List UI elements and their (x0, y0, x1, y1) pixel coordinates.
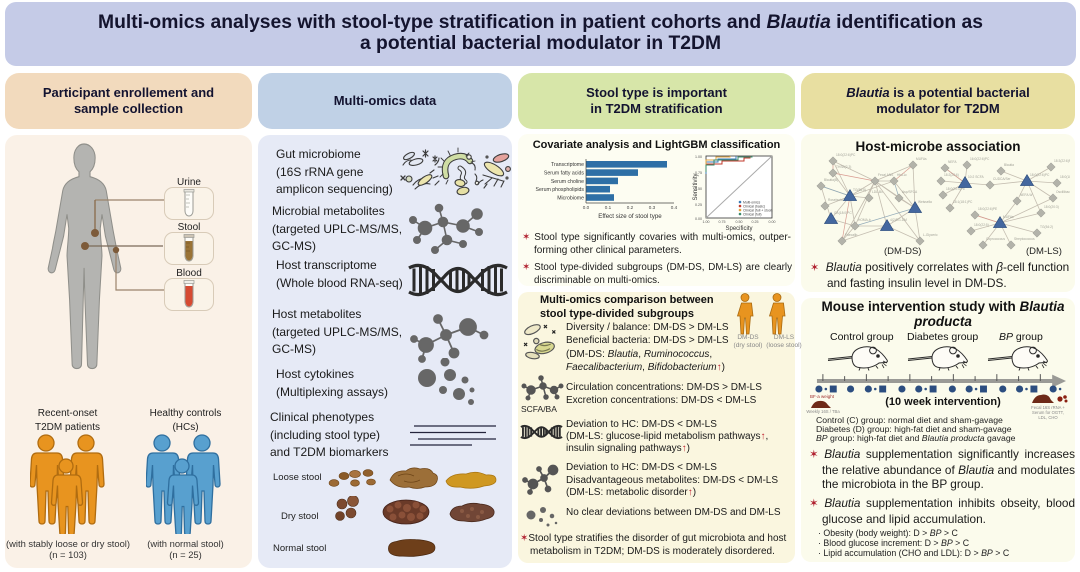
svg-text:TG(56:8): TG(56:8) (853, 188, 866, 192)
svg-text:Blautia: Blautia (1004, 163, 1014, 167)
svg-text:0.1: 0.1 (605, 205, 612, 210)
svg-text:NEFA: NEFA (948, 160, 957, 164)
svg-text:Fecal ANS: Fecal ANS (878, 173, 894, 177)
svg-text:0.50: 0.50 (695, 187, 702, 191)
svg-text:0.2: 0.2 (627, 205, 634, 210)
svg-text:Sensitivity: Sensitivity (693, 173, 699, 200)
svg-text:Serum choline: Serum choline (551, 179, 584, 185)
svg-text:CUDCA/Ser: CUDCA/Ser (993, 177, 1011, 181)
svg-text:Asp/SFCA: Asp/SFCA (902, 190, 918, 194)
svg-text:Specificity: Specificity (725, 226, 752, 232)
svg-text:16:0(22:6)PC: 16:0(22:6)PC (970, 157, 990, 161)
svg-text:Oscillibacter: Oscillibacter (1056, 190, 1070, 194)
svg-text:18:0(20:4)PE: 18:0(20:4)PE (946, 187, 966, 191)
svg-text:1.00: 1.00 (695, 155, 702, 159)
svg-text:Transcriptome: Transcriptome (551, 162, 584, 168)
svg-text:0.75: 0.75 (719, 220, 726, 224)
svg-text:Effect size of stool type: Effect size of stool type (598, 213, 662, 220)
svg-text:0.4: 0.4 (671, 205, 678, 210)
svg-text:18:0(22:6)PE: 18:0(22:6)PE (978, 207, 998, 211)
svg-text:MUFAs: MUFAs (1003, 215, 1014, 219)
svg-text:0.00: 0.00 (769, 220, 776, 224)
svg-text:Clinical (basic): Clinical (basic) (743, 204, 765, 208)
svg-text:HOMA-b: HOMA-b (858, 218, 871, 222)
svg-text:0.3: 0.3 (649, 205, 656, 210)
svg-text:10:2 SCFA: 10:2 SCFA (968, 175, 985, 179)
svg-text:0.50: 0.50 (736, 220, 743, 224)
svg-text:Blautia(B): Blautia(B) (824, 178, 838, 182)
svg-text:18:0(22:5): 18:0(22:5) (974, 223, 989, 227)
svg-text:NEFA.W: NEFA.W (1020, 193, 1033, 197)
svg-text:18:0(20:3): 18:0(20:3) (1044, 205, 1059, 209)
svg-text:0.25: 0.25 (752, 220, 759, 224)
svg-text:HbA1c: HbA1c (897, 173, 907, 177)
svg-text:Serum fatty acids: Serum fatty acids (544, 171, 584, 177)
svg-text:Clinical (full + stool): Clinical (full + stool) (743, 208, 773, 212)
svg-text:0.75: 0.75 (695, 171, 702, 175)
svg-text:0.00: 0.00 (695, 217, 702, 221)
svg-text:LDL-Bc: LDL-Bc (872, 190, 883, 194)
svg-text:Roseburia: Roseburia (828, 198, 843, 202)
svg-text:0.0: 0.0 (583, 205, 590, 210)
svg-text:L-Glyceric: L-Glyceric (923, 233, 938, 237)
svg-text:18:0(22:6)PC: 18:0(22:6)PC (836, 153, 856, 157)
svg-text:Multi-omics: Multi-omics (743, 200, 760, 204)
svg-text:Clinical (full): Clinical (full) (743, 212, 761, 216)
svg-text:0.25: 0.25 (695, 203, 702, 207)
svg-text:Microbiome: Microbiome (557, 195, 584, 201)
svg-text:18:0(22:6)PC: 18:0(22:6)PC (1030, 173, 1050, 177)
svg-text:GA(18:0)PC: GA(18:0)PC (834, 211, 852, 215)
svg-text:Serum phospholipids: Serum phospholipids (536, 187, 585, 193)
svg-text:18:2(22:6): 18:2(22:6) (944, 173, 959, 177)
svg-text:18:0(18:2): 18:0(18:2) (1060, 175, 1070, 179)
svg-text:Streptococcus: Streptococcus (1014, 237, 1035, 241)
svg-text:Faecalib.: Faecalib. (845, 233, 858, 237)
svg-text:4(2)DG-DM: 4(2)DG-DM (890, 218, 907, 222)
svg-text:1.00: 1.00 (703, 220, 710, 224)
svg-text:Coprococcus: Coprococcus (986, 237, 1005, 241)
svg-text:TG(54:2): TG(54:2) (1040, 225, 1053, 229)
svg-text:18:3(22:6)PC: 18:3(22:6)PC (1054, 159, 1070, 163)
svg-text:Weissella: Weissella (918, 200, 932, 204)
svg-text:18:1(18:1)PC: 18:1(18:1)PC (953, 200, 973, 204)
svg-text:THSB(2,3): THSB(2,3) (836, 165, 851, 169)
svg-text:MUFAs: MUFAs (916, 157, 927, 161)
